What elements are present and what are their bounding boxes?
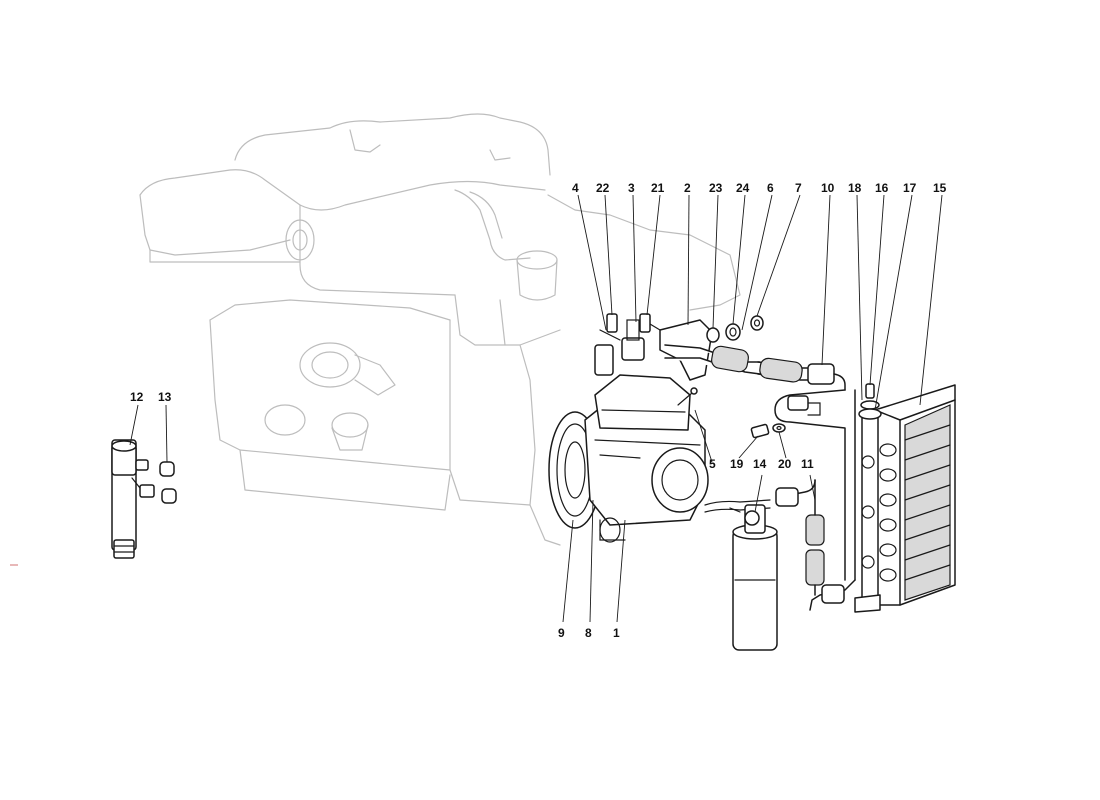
- callout-21: 21: [651, 181, 665, 195]
- callout-14: 14: [753, 457, 767, 471]
- callout-10: 10: [821, 181, 835, 195]
- callout-5: 5: [709, 457, 716, 471]
- callout-17: 17: [903, 181, 917, 195]
- callout-18: 18: [848, 181, 862, 195]
- leader-lines: [129, 194, 943, 623]
- callout-19: 19: [730, 457, 744, 471]
- compressor-assembly: [548, 317, 713, 543]
- refrigerant-hoses: [664, 344, 856, 611]
- callout-8: 8: [585, 626, 592, 640]
- callout-23: 23: [709, 181, 723, 195]
- callout-22: 22: [596, 181, 610, 195]
- callout-4: 4: [572, 181, 579, 195]
- condenser: [854, 383, 956, 613]
- callout-labels: 4 22 3 21 2 23 24 6 7 10 18 16 17 15 5 1…: [130, 181, 947, 640]
- callout-2: 2: [684, 181, 691, 195]
- callout-9: 9: [558, 626, 565, 640]
- callout-7: 7: [795, 181, 802, 195]
- adapter-fitting: [111, 439, 177, 559]
- callout-11: 11: [801, 457, 814, 471]
- receiver-drier: [729, 504, 778, 651]
- callout-15: 15: [933, 181, 947, 195]
- callout-3: 3: [628, 181, 635, 195]
- callout-6: 6: [767, 181, 774, 195]
- callout-13: 13: [158, 390, 172, 404]
- callout-20: 20: [778, 457, 792, 471]
- callout-16: 16: [875, 181, 889, 195]
- callout-1: 1: [613, 626, 620, 640]
- callout-24: 24: [736, 181, 750, 195]
- callout-12: 12: [130, 390, 144, 404]
- engine-outline: [139, 113, 741, 546]
